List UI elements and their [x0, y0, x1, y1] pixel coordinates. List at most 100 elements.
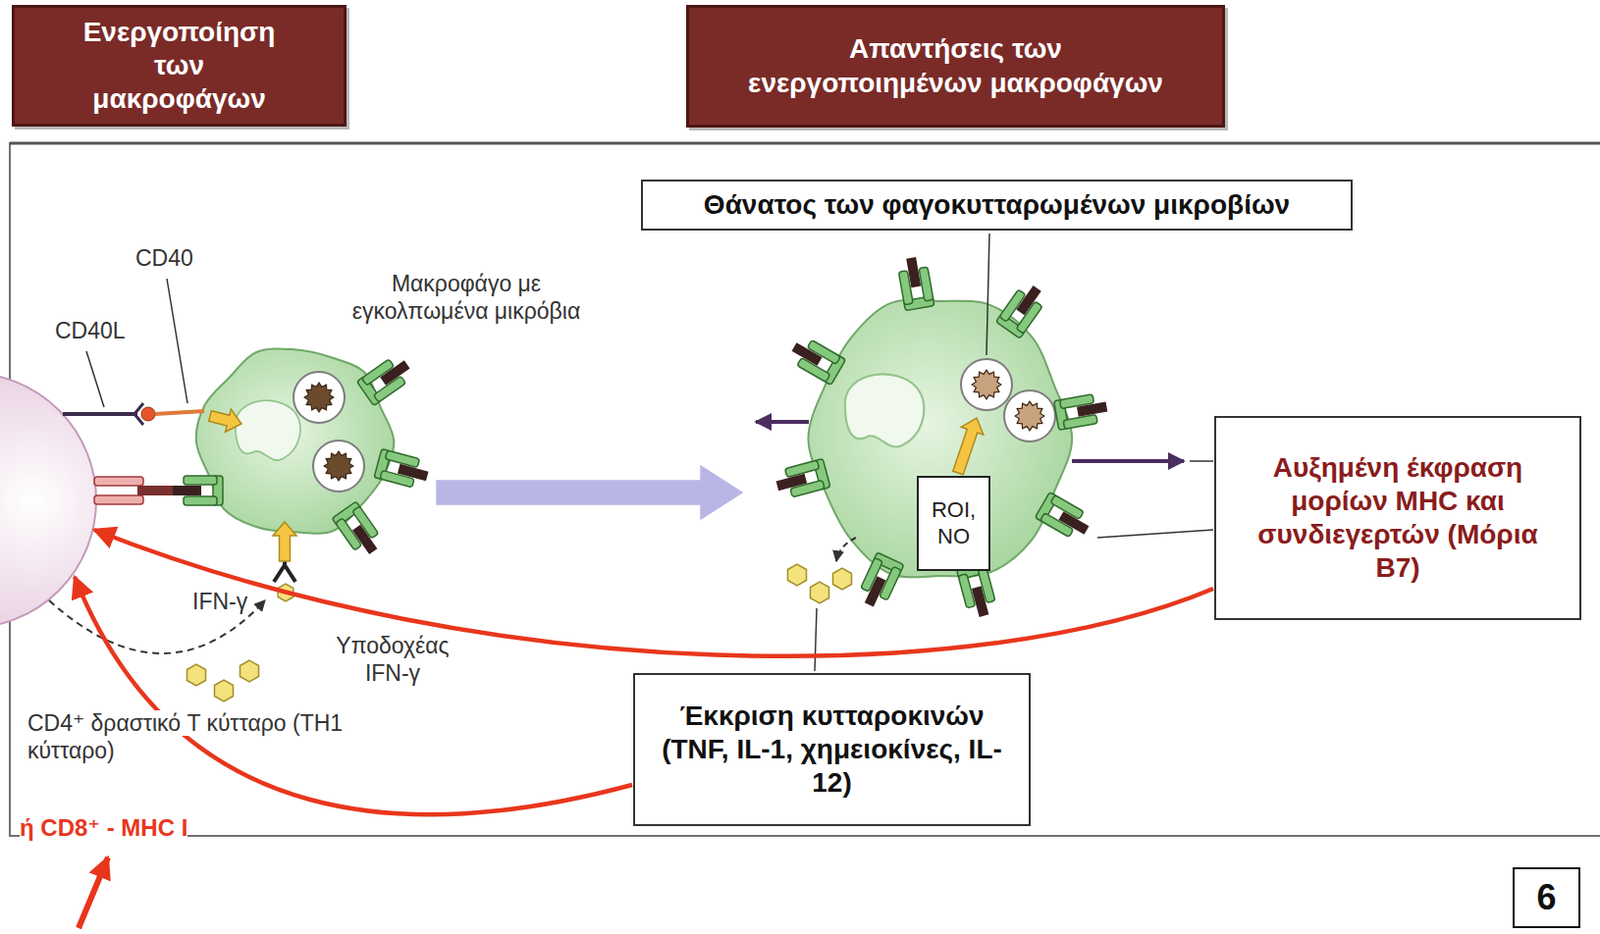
box-text: Έκκριση κυτταροκινών (TNF, IL-1, χημειοκ…: [656, 699, 1008, 800]
mhc-molecule: [773, 458, 831, 500]
costimulator-block: [1058, 511, 1089, 535]
leader-line: [1189, 460, 1214, 463]
output-arrow: [755, 420, 809, 425]
leader-line: [1097, 530, 1214, 538]
leader-lines: [86, 233, 1214, 672]
phagosome: [313, 440, 365, 492]
transition-arrow: [436, 466, 743, 520]
panel-frame-top: [9, 142, 1600, 146]
label-holder: CD40L: [54, 318, 126, 346]
mhc-molecule: [996, 279, 1050, 339]
secretion-arrow: [836, 537, 856, 562]
panel-frame: [9, 143, 1600, 837]
leader-line: [166, 278, 188, 404]
nucleus: [845, 373, 924, 447]
mhc-molecule: [896, 255, 935, 311]
cytokine: [809, 582, 829, 604]
cells: [0, 255, 1184, 702]
costimulator-block: [906, 257, 921, 288]
mhc-molecule: [373, 449, 431, 491]
microbe: [971, 370, 1002, 400]
costimulator-block: [397, 464, 429, 481]
tcr-chain: [94, 477, 144, 486]
box-text: ROI, NO: [922, 497, 985, 551]
costimulator-block: [1076, 402, 1108, 418]
macrophage: [171, 348, 431, 560]
mhc-molecule: [356, 352, 416, 406]
section-header: Απαντήσεις των ενεργοποιημένων μακροφάγω…: [686, 4, 1226, 128]
cd40-molecule: [155, 411, 205, 415]
box-text: Αυξημένη έκφραση μορίων MHC και συνδιεγε…: [1237, 451, 1558, 587]
mhc-chain: [183, 496, 217, 506]
box-text: Ενεργοποίηση των μακροφάγων: [65, 15, 293, 116]
mhc-chain: [918, 266, 934, 302]
activated-macrophage: [773, 255, 1110, 620]
microbe: [1014, 401, 1045, 431]
molecule-label: IFN-γ: [192, 588, 248, 615]
costimulator-block: [379, 360, 410, 385]
feedback-arrow: [94, 530, 1214, 657]
molecule-label: Υποδοχέας IFN-γ: [335, 633, 449, 687]
page-number-box: 6: [1512, 867, 1581, 929]
mhc-molecule: [1054, 392, 1110, 431]
ifn-receptor: [284, 565, 296, 583]
label-holder: Μακροφάγο με εγκολπωμένα μικρόβια: [328, 270, 604, 325]
cd40l-molecule: [62, 412, 138, 417]
mhc-molecule: [1034, 492, 1094, 544]
signal-arrow: [953, 418, 984, 476]
label-holder: IFN-γ: [192, 588, 248, 617]
callout-box: Έκκριση κυτταροκινών (TNF, IL-1, χημειοκ…: [633, 673, 1031, 827]
costimulator-block: [971, 586, 989, 618]
tcr-chain: [94, 495, 144, 505]
section-header: Ενεργοποίηση των μακροφάγων: [11, 4, 347, 127]
phagosome: [1004, 390, 1056, 442]
label-holder: CD4⁺ δραστικό T κύτταρο (TH1 κύτταρο): [27, 710, 352, 765]
cd40-head: [141, 407, 156, 422]
leader-line: [86, 351, 105, 408]
mhc-molecule: [957, 563, 999, 621]
molecule-label: CD40L: [54, 318, 126, 344]
mhc-molecule: [855, 552, 905, 612]
leader-line: [814, 608, 817, 672]
cytokine: [213, 680, 233, 702]
cytokine: [832, 568, 852, 590]
feedback-arrow: [74, 577, 633, 815]
label-holder: ή CD8⁺ - MHC I: [19, 814, 188, 844]
label-holder: Υποδοχέας IFN-γ: [319, 633, 467, 688]
costimulator-block: [776, 474, 808, 491]
cytokine: [787, 564, 806, 587]
callout-box: Θάνατος των φαγοκυτταρωμένων μικροβίων: [640, 179, 1353, 231]
molecule-label: CD40: [135, 245, 194, 271]
callout-box: Αυξημένη έκφραση μορίων MHC και συνδιεγε…: [1214, 416, 1582, 621]
mhc-molecule: [331, 501, 385, 561]
costimulator-block: [864, 576, 887, 607]
phagosome: [960, 359, 1013, 411]
box-text: Θάνατος των φαγοκυτταρωμένων μικροβίων: [703, 188, 1290, 222]
peptide: [137, 485, 173, 496]
mhc-molecule: [171, 476, 223, 506]
leader-line: [986, 233, 990, 356]
mhc-molecule: [787, 334, 847, 386]
ifn-receptor: [273, 565, 285, 583]
output-arrow: [1071, 459, 1184, 464]
signal-arrow: [272, 522, 297, 562]
cell-label: Μακροφάγο με εγκολπωμένα μικρόβια: [352, 270, 581, 324]
label-holder: CD40: [135, 245, 194, 273]
tcr-molecule: [94, 477, 173, 505]
cell-label: CD4⁺ δραστικό T κύτταρο (TH1 κύτταρο): [27, 710, 343, 764]
box-text: 6: [1536, 876, 1556, 920]
annotation: ή CD8⁺ - MHC I: [19, 814, 188, 842]
phagosome: [293, 372, 345, 424]
costimulator-block: [171, 485, 202, 496]
microbe: [304, 382, 334, 413]
costimulator-block: [1015, 285, 1041, 316]
mhc-chain: [1063, 415, 1098, 430]
mhc-chain: [183, 476, 217, 485]
costimulator-block: [792, 342, 823, 367]
macrophage-body: [196, 348, 394, 534]
microbe: [323, 451, 354, 481]
signal-arrow: [209, 409, 242, 432]
macrophage-body: [807, 300, 1072, 579]
mediator-box: ROI, NO: [916, 476, 991, 572]
